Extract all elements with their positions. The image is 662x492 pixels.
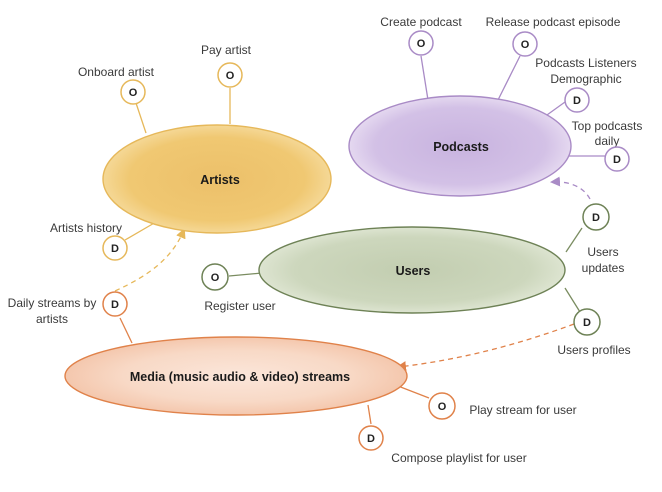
pay-artist-label: Pay artist	[201, 43, 252, 57]
users-profiles-label: Users profiles	[557, 343, 630, 357]
top-podcasts-daily-node: Top podcasts daily D	[572, 119, 643, 172]
podcasts-listeners-demographic-label-1: Podcasts Listeners	[535, 56, 636, 70]
artists-history-badge: D	[111, 243, 119, 255]
media-domain-label: Media (music audio & video) streams	[130, 370, 350, 384]
daily-streams-by-artists-label-2: artists	[36, 312, 68, 326]
users-updates-badge: D	[592, 212, 600, 224]
connector-compose-playlist-for-user	[367, 404, 372, 425]
play-stream-for-user-label: Play stream for user	[469, 403, 576, 417]
onboard-artist-node: Onboard artist O	[78, 65, 155, 105]
register-user-badge: O	[211, 272, 220, 284]
flow-arrow-to-artists	[114, 228, 186, 292]
artists-history-node: Artists history D	[50, 221, 128, 261]
podcasts-listeners-demographic-node: Podcasts Listeners Demographic D	[535, 56, 637, 113]
podcasts-domain-label: Podcasts	[433, 140, 489, 154]
flow-arrow-to-podcasts	[550, 176, 591, 200]
top-podcasts-daily-label-1: Top podcasts	[572, 119, 643, 133]
flow-arrow-to-media	[396, 323, 575, 372]
artists-history-label: Artists history	[50, 221, 122, 235]
play-stream-for-user-node: O Play stream for user	[428, 392, 577, 420]
create-podcast-label: Create podcast	[380, 15, 462, 29]
connector-release-podcast-episode	[495, 55, 521, 105]
users-updates-label-2: updates	[582, 261, 625, 275]
users-updates-label-1: Users	[587, 245, 618, 259]
connector-users-updates	[565, 227, 583, 253]
podcasts-listeners-demographic-badge: D	[573, 95, 581, 107]
media-domain: Media (music audio & video) streams	[64, 336, 408, 416]
connector-create-podcast	[420, 55, 429, 101]
users-domain-label: Users	[396, 264, 431, 278]
register-user-node: O Register user	[201, 263, 276, 313]
users-updates-node: D Users updates	[582, 203, 625, 275]
create-podcast-badge: O	[417, 38, 426, 50]
users-profiles-badge: D	[583, 317, 591, 329]
pay-artist-badge: O	[226, 70, 235, 82]
connector-artists-history	[124, 221, 157, 241]
podcasts-listeners-demographic-label-2: Demographic	[550, 72, 621, 86]
compose-playlist-for-user-node: D Compose playlist for user	[358, 425, 527, 465]
compose-playlist-for-user-badge: D	[367, 433, 375, 445]
onboard-artist-badge: O	[129, 87, 138, 99]
register-user-label: Register user	[204, 299, 275, 313]
release-podcast-episode-node: Release podcast episode O	[486, 15, 621, 57]
release-podcast-episode-badge: O	[521, 39, 530, 51]
create-podcast-node: Create podcast O	[380, 15, 462, 56]
connector-onboard-artist	[135, 102, 147, 134]
daily-streams-by-artists-label-1: Daily streams by	[8, 296, 97, 310]
compose-playlist-for-user-label: Compose playlist for user	[391, 451, 526, 465]
top-podcasts-daily-label-2: daily	[595, 134, 620, 148]
daily-streams-by-artists-badge: D	[111, 299, 119, 311]
artists-domain-label: Artists	[200, 173, 240, 187]
release-podcast-episode-label: Release podcast episode	[486, 15, 621, 29]
connector-register-user	[228, 272, 263, 277]
connector-play-stream-for-user	[397, 385, 430, 399]
connector-users-profiles	[564, 287, 581, 313]
podcasts-domain: Podcasts	[348, 95, 572, 197]
connector-daily-streams-by-artists	[119, 317, 133, 344]
pay-artist-node: Pay artist O	[201, 43, 252, 88]
users-domain: Users	[258, 226, 566, 314]
play-stream-for-user-badge: O	[438, 401, 447, 413]
users-profiles-node: D Users profiles	[557, 308, 631, 357]
top-podcasts-daily-badge: D	[613, 154, 621, 166]
daily-streams-by-artists-node: Daily streams by artists D	[8, 291, 128, 326]
artists-domain: Artists	[102, 124, 332, 234]
onboard-artist-label: Onboard artist	[78, 65, 155, 79]
